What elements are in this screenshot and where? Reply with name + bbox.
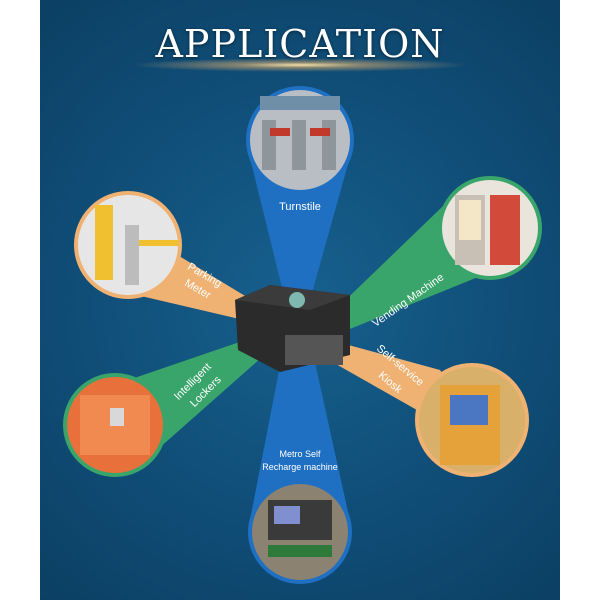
turnstile-image: [246, 86, 354, 194]
page-title: APPLICATION: [155, 22, 445, 66]
title-glow: [130, 58, 470, 72]
label-metro-self: Metro Self: [279, 449, 321, 459]
parking-meter-image: [74, 191, 182, 299]
wedge-metro: [248, 340, 352, 530]
lockers-image: [63, 373, 167, 477]
wedge-turnstile: [248, 150, 352, 300]
kiosk-image: [415, 363, 529, 477]
label-turnstile: Turnstile: [279, 201, 321, 213]
label-recharge-machine: Recharge machine: [262, 462, 338, 472]
metro-recharge-image: [248, 480, 352, 584]
vending-machine-image: [438, 176, 542, 280]
barcode-scanner-device: [235, 285, 350, 372]
